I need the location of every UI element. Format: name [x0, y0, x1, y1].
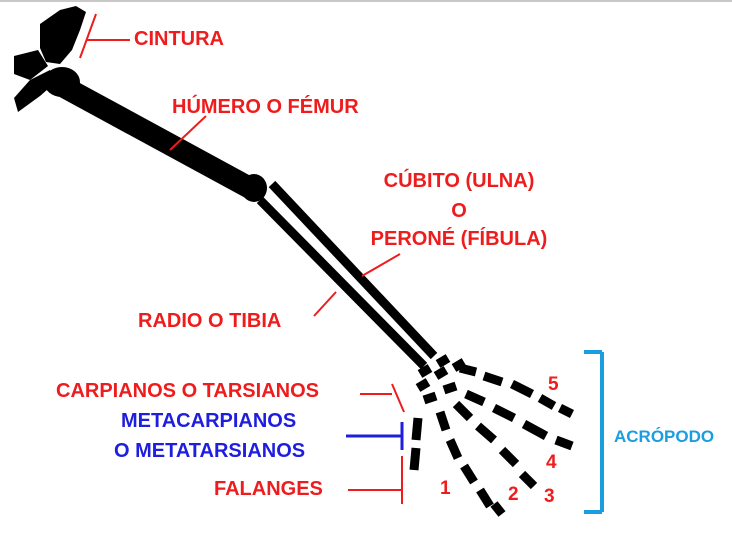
label-metacarpianos-line2: O METATARSIANOS [114, 440, 306, 462]
digit-number-4: 4 [546, 452, 557, 473]
label-leaders-red [79, 13, 405, 504]
digit-number-1: 1 [440, 478, 451, 499]
digit-number-5: 5 [548, 374, 559, 395]
label-metacarpianos-line1: METACARPIANOS [121, 410, 297, 432]
digit-number-2: 2 [508, 484, 519, 505]
radius-bone [256, 196, 428, 370]
metacarpal-marker [346, 422, 404, 450]
humerus-bone [44, 67, 267, 202]
label-falanges: FALANGES [214, 478, 323, 500]
label-cubito-line3: PERONÉ (FÍBULA) [370, 228, 548, 250]
label-radio: RADIO O TIBIA [138, 310, 282, 332]
digit-bones [409, 363, 575, 517]
label-cintura: CINTURA [134, 28, 224, 50]
label-carpianos: CARPIANOS O TARSIANOS [56, 380, 319, 402]
top-border [0, 0, 732, 2]
ulna-bone [268, 180, 438, 360]
digit-number-3: 3 [544, 486, 555, 507]
label-humero: HÚMERO O FÉMUR [172, 96, 359, 118]
label-cubito-line2: O [451, 200, 467, 222]
carpal-bones [415, 354, 467, 405]
label-acropodo: ACRÓPODO [614, 427, 715, 446]
label-cubito-line1: CÚBITO (ULNA) [383, 170, 535, 192]
acropod-bracket [584, 350, 604, 514]
